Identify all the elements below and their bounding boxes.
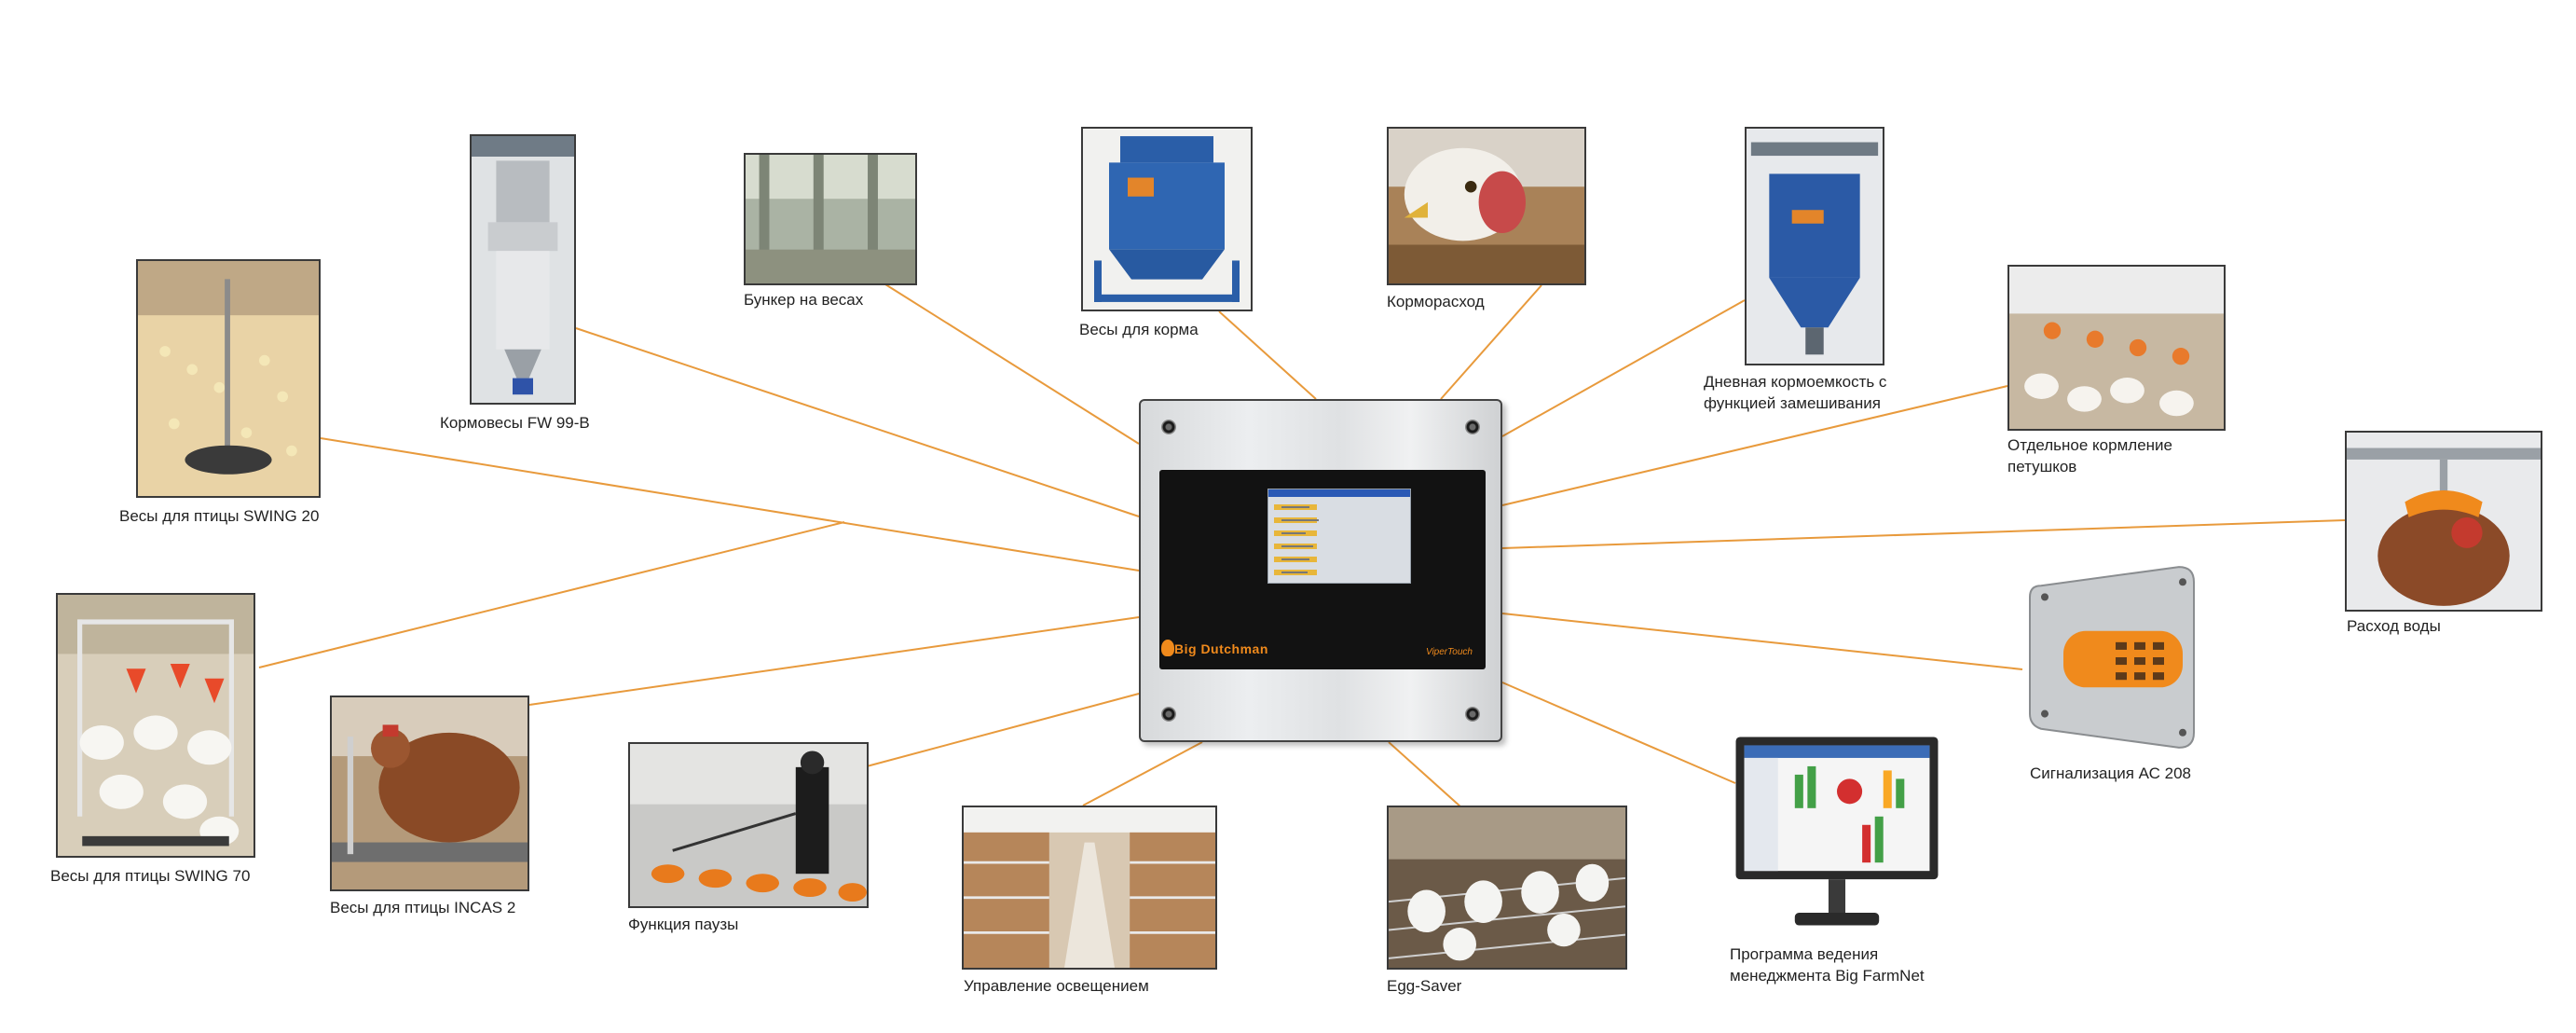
caption-incas2: Весы для птицы INCAS 2: [330, 899, 516, 916]
controller-brand: Big Dutchman: [1174, 641, 1268, 656]
connector-feed-consumption: [1440, 284, 1542, 400]
controller-panel: Big Dutchman ViperTouch: [1159, 470, 1486, 669]
photo-fw99b: [470, 134, 576, 405]
screw-icon: [1161, 420, 1176, 434]
photo-alarm: [2022, 559, 2209, 755]
photo-daily-bin: [1745, 127, 1884, 365]
photo-egg-saver: [1387, 806, 1627, 970]
connector-alarm: [1501, 613, 2023, 670]
photo-feed-consumption: [1387, 127, 1586, 285]
caption-feed-consumption: Кормораcход: [1387, 293, 1485, 310]
caption-daily-bin: Дневная кормоемкость с функцией замешива…: [1704, 373, 1887, 412]
caption-male-feeding: Отдельное кормление петушков: [2007, 436, 2172, 475]
photo-lighting: [962, 806, 1217, 970]
controller-touchscreen[interactable]: [1267, 489, 1411, 584]
photo-swing70: [56, 593, 255, 858]
connector-water: [1501, 519, 2346, 549]
photo-male-feeding: [2007, 265, 2226, 431]
connector-swing70: [258, 521, 845, 668]
photo-farmnet: [1732, 733, 1942, 938]
caption-alarm: Сигнализация АС 208: [2030, 764, 2191, 782]
photo-pause: [628, 742, 869, 908]
connector-feed-scale: [1218, 310, 1317, 400]
connector-bunker: [884, 283, 1140, 445]
connector-pause: [866, 693, 1140, 767]
photo-swing20: [136, 259, 321, 498]
connector-incas2: [528, 616, 1140, 706]
caption-feed-scale: Весы для корма: [1079, 321, 1199, 338]
caption-bunker: Бункер на весах: [744, 291, 864, 309]
screw-icon: [1465, 420, 1480, 434]
photo-water: [2345, 431, 2542, 612]
connector-daily-bin: [1501, 299, 1746, 437]
screw-icon: [1465, 707, 1480, 722]
caption-egg-saver: Egg-Saver: [1387, 977, 1462, 995]
screw-icon: [1161, 707, 1176, 722]
photo-bunker: [744, 153, 917, 285]
photo-feed-scale: [1081, 127, 1253, 311]
connector-farmnet: [1501, 682, 1736, 784]
connector-fw99b: [575, 327, 1140, 517]
caption-pause: Функция паузы: [628, 916, 739, 933]
caption-farmnet: Программа ведения менеджмента Big FarmNe…: [1730, 945, 1925, 985]
caption-swing20: Весы для птицы SWING 20: [119, 507, 320, 525]
brand-logo-icon: [1161, 640, 1174, 656]
controller-model: ViperTouch: [1425, 647, 1473, 657]
caption-fw99b: Кормовесы FW 99-B: [440, 414, 590, 432]
photo-incas2: [330, 696, 529, 891]
connector-male-feeding: [1501, 385, 2008, 506]
connector-lighting: [1082, 741, 1203, 806]
connector-egg-saver: [1388, 741, 1462, 808]
controller-cabinet: Big Dutchman ViperTouch: [1139, 399, 1502, 742]
caption-swing70: Весы для птицы SWING 70: [50, 867, 251, 885]
caption-lighting: Управление освещением: [964, 977, 1149, 995]
caption-water: Расход воды: [2347, 617, 2441, 635]
connector-swing20: [320, 437, 1140, 572]
